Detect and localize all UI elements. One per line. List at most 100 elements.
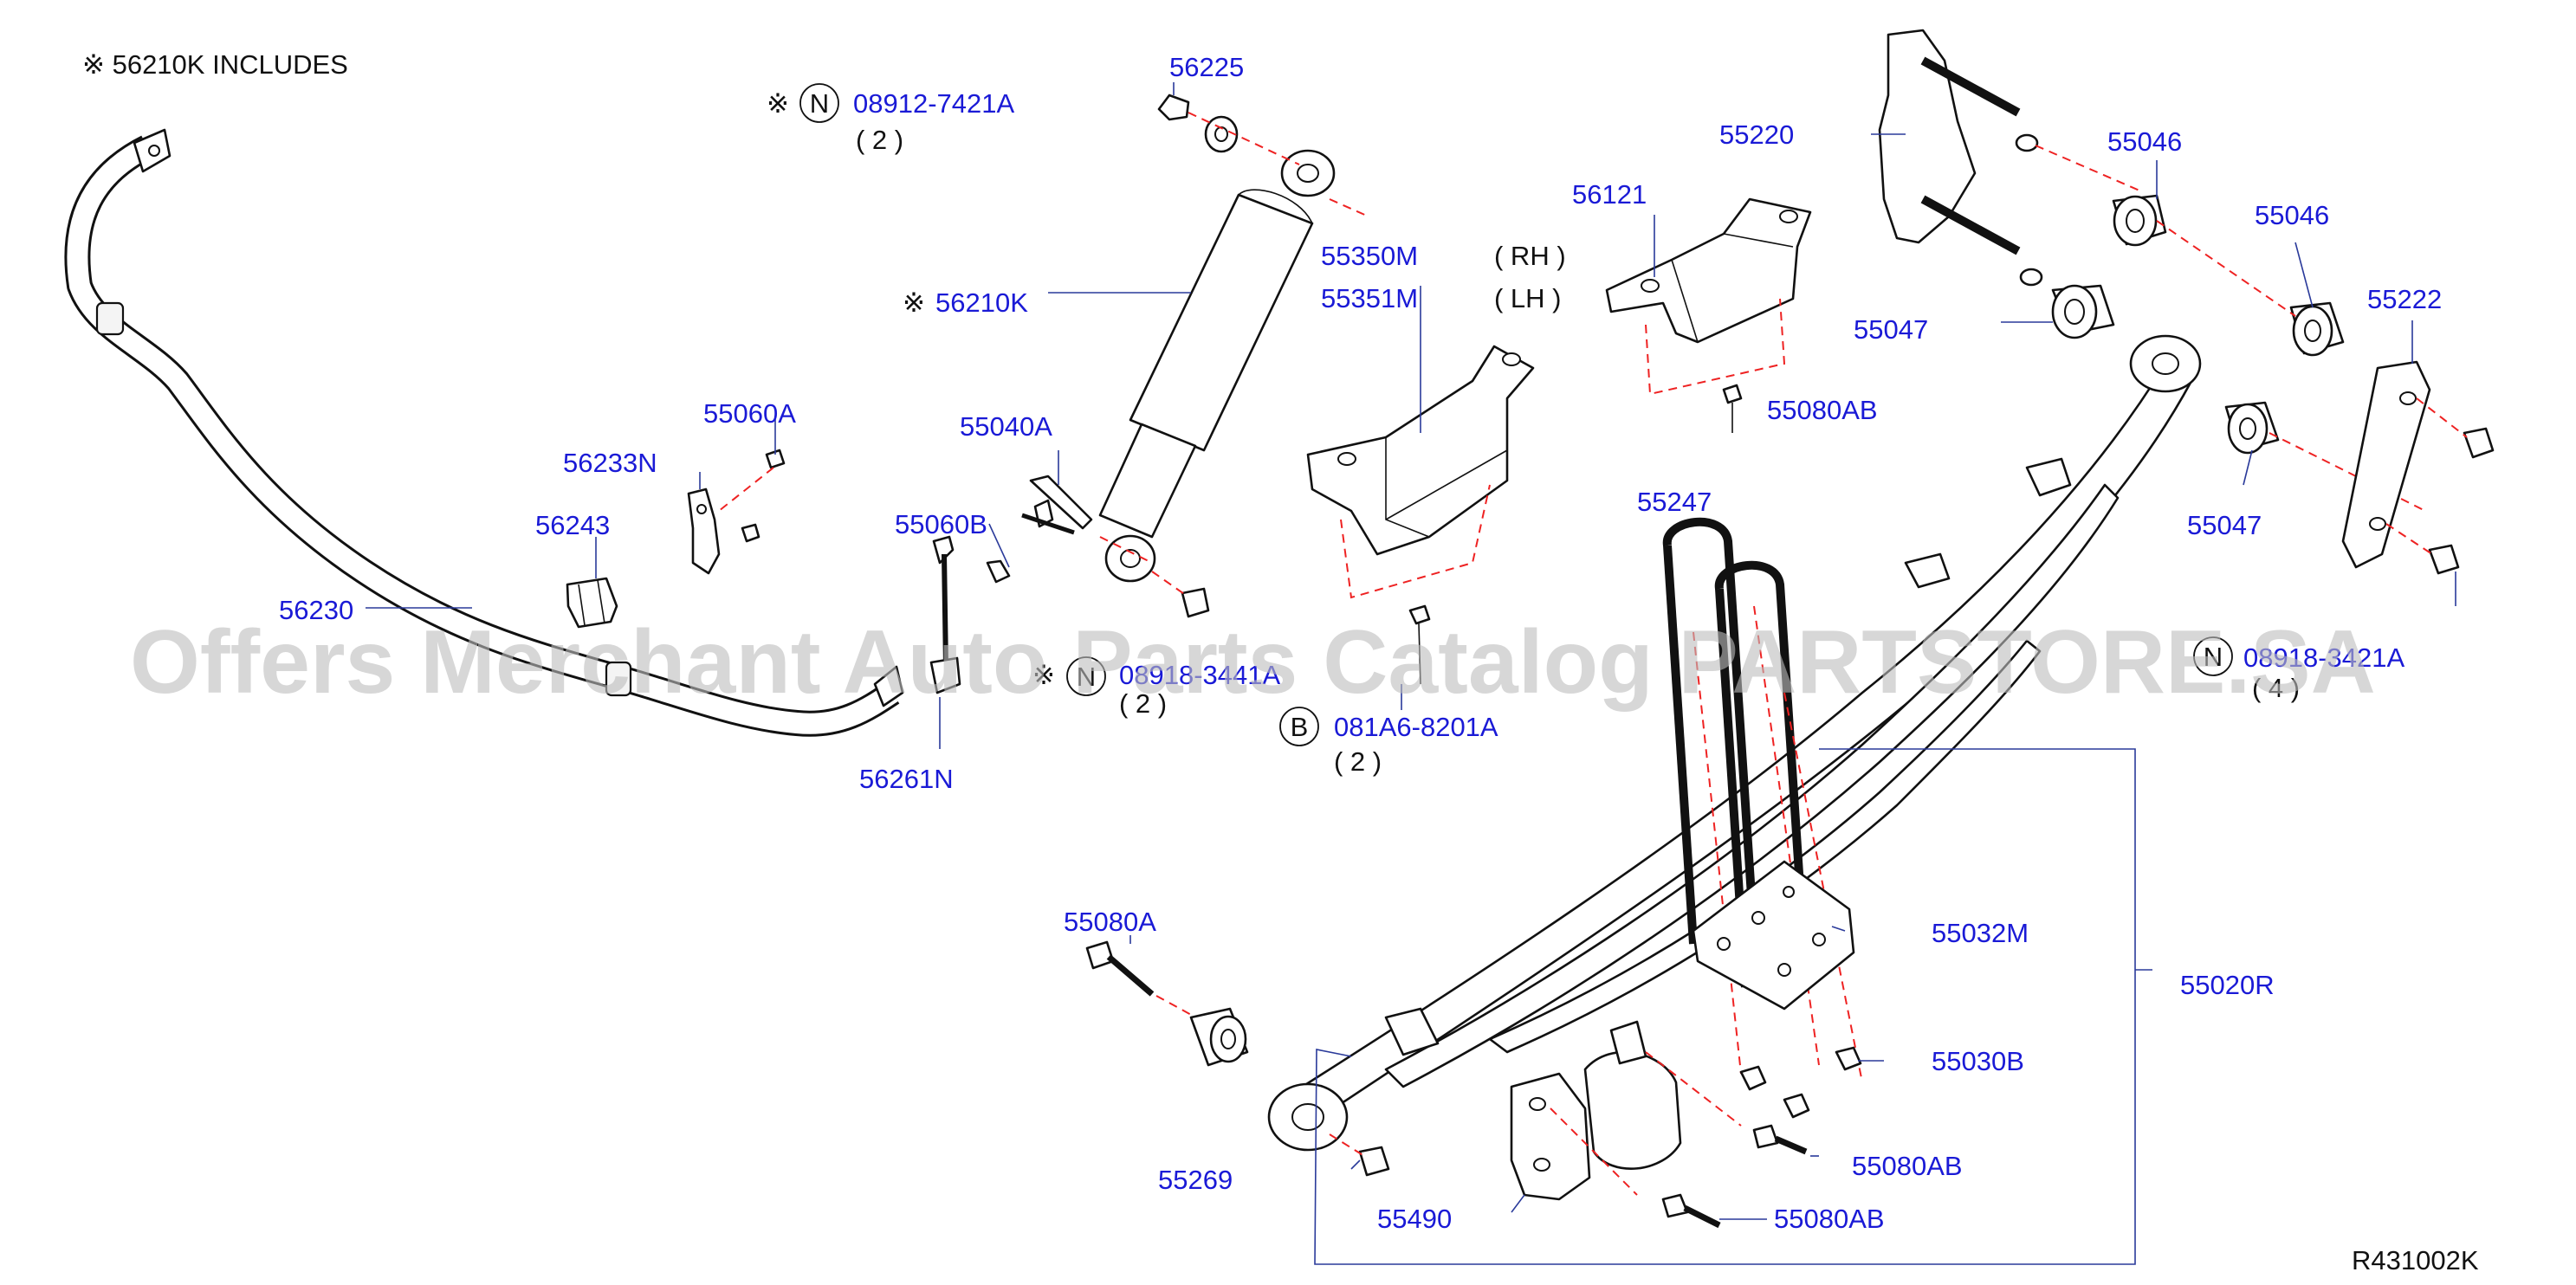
svg-text:55080AB: 55080AB: [1767, 395, 1878, 425]
qty-08918-3441A: ( 2 ): [1119, 688, 1167, 719]
rh-label: ( RH ): [1494, 241, 1566, 271]
callout-55269[interactable]: 55269: [1158, 1165, 1233, 1195]
bushing-55047-b: [2224, 401, 2426, 512]
bushing-55046-b: [2156, 220, 2345, 357]
svg-text:55047: 55047: [2187, 510, 2262, 540]
callout-56210K[interactable]: 56210K: [935, 287, 1028, 318]
svg-text:55030B: 55030B: [1932, 1046, 2024, 1076]
svg-text:08918-3441A: 08918-3441A: [1119, 660, 1280, 690]
svg-text:55040A: 55040A: [960, 411, 1052, 442]
callout-56121[interactable]: 56121: [1572, 179, 1647, 210]
bump-stopper-55490: [1510, 1020, 1742, 1201]
star-mark-3: ※: [1032, 660, 1055, 690]
svg-text:55046: 55046: [2255, 200, 2329, 230]
svg-text:55032M: 55032M: [1932, 918, 2029, 948]
stabilizer-link-56261N: [929, 499, 1075, 694]
callout-55032M[interactable]: 55032M: [1932, 918, 2029, 948]
callout-55020R[interactable]: 55020R: [2180, 970, 2275, 1000]
stabilizer-bushing-56243: [566, 577, 618, 629]
stabilizer-bar-56230: [64, 128, 904, 737]
circle-mark-N-2: N: [1066, 656, 1106, 696]
svg-text:08912-7421A: 08912-7421A: [853, 88, 1014, 119]
shock-absorber-56210K: [1029, 94, 1369, 618]
watermark-text: Offers Merchant Auto Parts Catalog PARTS…: [130, 612, 2376, 713]
callout-55080AB-bot[interactable]: 55080AB: [1774, 1204, 1885, 1234]
callout-55080AB-top[interactable]: 55080AB: [1767, 395, 1878, 425]
svg-text:55350M: 55350M: [1321, 241, 1418, 271]
star-mark-2: ※: [903, 287, 925, 318]
bolt-55080AB-mid: [1752, 1124, 1808, 1155]
callout-55030B[interactable]: 55030B: [1932, 1046, 2024, 1076]
callout-55220[interactable]: 55220: [1719, 119, 1794, 150]
svg-text:56210K: 56210K: [935, 287, 1028, 318]
circle-mark-N-1: N: [799, 83, 839, 123]
svg-text:N: N: [810, 88, 829, 119]
callout-081A6-8201A[interactable]: 081A6-8201A: [1334, 712, 1498, 742]
bushing-55047-a: [2051, 284, 2115, 339]
callout-55046-b[interactable]: 55046: [2255, 200, 2329, 230]
svg-text:55220: 55220: [1719, 119, 1794, 150]
callout-08918-3441A[interactable]: 08918-3441A: [1119, 660, 1280, 690]
svg-text:55080AB: 55080AB: [1774, 1204, 1885, 1234]
callout-55040A[interactable]: 55040A: [960, 411, 1052, 442]
qty-081A6-8201A: ( 2 ): [1334, 746, 1382, 777]
svg-text:55080AB: 55080AB: [1852, 1151, 1963, 1181]
svg-text:56261N: 56261N: [859, 764, 954, 794]
svg-text:55269: 55269: [1158, 1165, 1233, 1195]
svg-text:55222: 55222: [2367, 284, 2442, 314]
nut-55030B-set: [1739, 1046, 1862, 1119]
svg-text:08918-3421A: 08918-3421A: [2243, 642, 2404, 673]
bolt-55080A: [1085, 940, 1205, 1023]
spring-plate-55032M: [1692, 860, 1855, 1011]
callout-56243[interactable]: 56243: [535, 510, 610, 540]
bracket-55350M: [1306, 345, 1535, 685]
callout-56225[interactable]: 56225: [1169, 52, 1244, 82]
svg-text:N: N: [2204, 642, 2223, 672]
callout-08912-7421A[interactable]: 08912-7421A: [853, 88, 1014, 119]
callout-55350M[interactable]: 55350M: [1321, 241, 1418, 271]
lh-label: ( LH ): [1494, 283, 1562, 313]
svg-text:55247: 55247: [1637, 487, 1712, 517]
svg-text:55060A: 55060A: [703, 398, 796, 429]
callout-55047-a[interactable]: 55047: [1854, 314, 1928, 345]
callout-56230[interactable]: 56230: [279, 595, 353, 625]
bushing-55046-a: [2112, 194, 2167, 247]
svg-text:55080A: 55080A: [1064, 907, 1156, 937]
star-mark-1: ※: [767, 88, 789, 119]
circle-mark-N-3: N: [2193, 636, 2233, 676]
bracket-56121: [1605, 197, 1812, 433]
svg-text:55046: 55046: [2107, 126, 2182, 157]
includes-note: ※ 56210K INCLUDES: [82, 49, 348, 80]
svg-text:56121: 56121: [1572, 179, 1647, 210]
callout-55060A[interactable]: 55060A: [703, 398, 796, 429]
svg-text:55351M: 55351M: [1321, 283, 1418, 313]
svg-text:56233N: 56233N: [563, 448, 657, 478]
callout-56261N[interactable]: 56261N: [859, 764, 954, 794]
callout-55060B[interactable]: 55060B: [895, 509, 987, 539]
callout-55222[interactable]: 55222: [2367, 284, 2442, 314]
svg-text:55020R: 55020R: [2180, 970, 2275, 1000]
callout-55080AB-mid[interactable]: 55080AB: [1852, 1151, 1963, 1181]
shackle-plate-55222: [2341, 360, 2495, 575]
callout-55080A[interactable]: 55080A: [1064, 907, 1156, 937]
qty-08912-7421A: ( 2 ): [856, 125, 903, 155]
callout-55247[interactable]: 55247: [1637, 487, 1712, 517]
callout-55046-a[interactable]: 55046: [2107, 126, 2182, 157]
svg-text:55060B: 55060B: [895, 509, 987, 539]
shackle-bracket-55220: [1878, 29, 2140, 287]
bushing-55269: [1189, 1007, 1390, 1177]
callout-55351M[interactable]: 55351M: [1321, 283, 1418, 313]
svg-text:081A6-8201A: 081A6-8201A: [1334, 712, 1498, 742]
svg-text:N: N: [1077, 662, 1096, 692]
svg-text:55490: 55490: [1377, 1204, 1452, 1234]
diagram-code: R431002K: [2352, 1245, 2479, 1275]
callout-55490[interactable]: 55490: [1377, 1204, 1452, 1234]
bushing-clamp-56233N: [687, 449, 786, 575]
circle-mark-B: B: [1279, 707, 1319, 746]
callout-56233N[interactable]: 56233N: [563, 448, 657, 478]
callout-55047-b[interactable]: 55047: [2187, 510, 2262, 540]
callout-08918-3421A[interactable]: 08918-3421A: [2243, 642, 2404, 673]
leader-lines: [366, 82, 2456, 1265]
qty-08918-3421A: ( 4 ): [2252, 673, 2300, 703]
